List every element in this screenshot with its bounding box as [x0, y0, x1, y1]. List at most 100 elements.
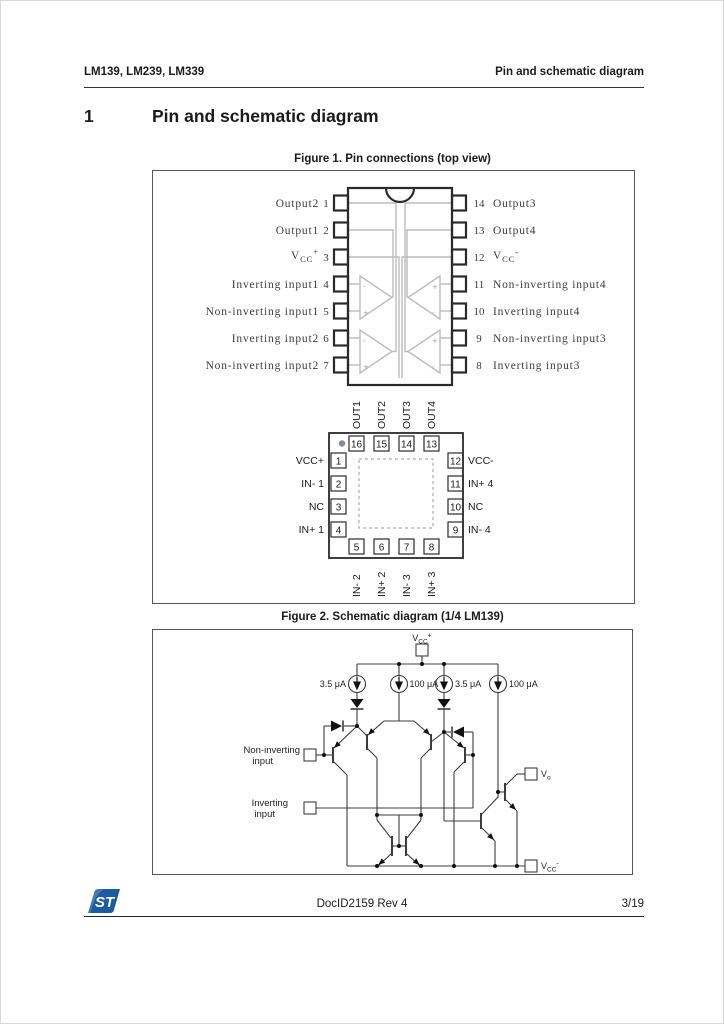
svg-text:-: - [363, 337, 366, 345]
svg-text:6: 6 [323, 333, 329, 345]
schematic-labels: VCC+ 3.5 μA 100 μA 3.5 μA 100 μA Non-inv… [244, 633, 560, 874]
current-source-4-label: 100 μA [509, 679, 538, 689]
svg-text:IN+ 1: IN+ 1 [299, 524, 325, 536]
vcc-minus-terminal-label: VCC- [541, 861, 559, 874]
svg-text:12: 12 [450, 457, 462, 468]
current-source-1-label: 3.5 μA [320, 679, 346, 689]
svg-text:15: 15 [376, 440, 388, 451]
svg-text:Inverting input3: Inverting input3 [493, 360, 580, 372]
st-logo-text: ST [95, 894, 116, 911]
svg-text:11: 11 [450, 480, 461, 491]
qfn-exposed-pad [358, 458, 434, 529]
qfn-pin-numbers: 16 15 14 13 5 6 7 8 1 2 3 4 12 11 10 9 [336, 440, 462, 554]
schematic-diagram: VCC+ 3.5 μA 100 μA 3.5 μA 100 μA Non-inv… [244, 633, 560, 874]
svg-text:OUT1: OUT1 [351, 401, 363, 429]
svg-text:Non-inverting input3: Non-inverting input3 [493, 333, 606, 345]
svg-text:16: 16 [351, 440, 363, 451]
svg-text:Non-inverting input1: Non-inverting input1 [206, 306, 319, 318]
header-chapter-title: Pin and schematic diagram [495, 66, 644, 78]
figure1-frame: - + - + + - + - [152, 170, 635, 604]
svg-text:2: 2 [323, 225, 329, 237]
figure2-frame: VCC+ 3.5 μA 100 μA 3.5 μA 100 μA Non-inv… [152, 629, 633, 875]
pin-connections-diagram: - + - + + - + - [206, 186, 606, 597]
qfn-pin-labels: OUT1 OUT2 OUT3 OUT4 IN- 2 IN+ 2 IN- 3 IN… [296, 401, 494, 597]
svg-text:5: 5 [323, 306, 329, 318]
svg-text:1: 1 [323, 198, 329, 210]
st-logo: ST [88, 889, 120, 913]
svg-text:3: 3 [323, 252, 329, 264]
svg-text:VCC+: VCC+ [296, 455, 324, 467]
svg-text:4: 4 [323, 279, 329, 291]
svg-text:8: 8 [476, 360, 482, 372]
output-terminal-label: Vo [541, 769, 551, 782]
svg-text:9: 9 [453, 526, 459, 537]
svg-text:Inverting input2: Inverting input2 [232, 333, 319, 345]
svg-text:IN+ 3: IN+ 3 [426, 571, 438, 597]
svg-text:-: - [432, 363, 435, 371]
current-source-2-label: 100 μA [410, 679, 439, 689]
qfn-pin1-marker [338, 440, 346, 447]
figure2-caption: Figure 2. Schematic diagram (1/4 LM139) [281, 611, 504, 623]
footer-page-number: 3/19 [621, 898, 644, 910]
svg-text:13: 13 [426, 440, 438, 451]
svg-text:Output2: Output2 [276, 198, 319, 210]
inverting-input-label-line1: Inverting [252, 798, 288, 809]
svg-text:IN- 4: IN- 4 [468, 524, 491, 536]
svg-text:7: 7 [323, 360, 329, 372]
svg-text:2: 2 [336, 480, 342, 491]
vcc-plus-pin-label: VCC+ [291, 247, 319, 264]
section-number: 1 [84, 106, 94, 126]
svg-text:13: 13 [474, 225, 486, 237]
svg-text:-: - [363, 283, 366, 291]
dip-internal-traces [348, 202, 452, 378]
svg-text:+: + [363, 309, 369, 317]
svg-text:4: 4 [336, 526, 342, 537]
svg-text:NC: NC [468, 501, 484, 513]
noninverting-input-label-line1: Non-inverting [244, 745, 301, 756]
svg-text:7: 7 [404, 543, 410, 554]
svg-text:+: + [432, 283, 438, 291]
svg-text:OUT2: OUT2 [376, 401, 388, 429]
header-part-numbers: LM139, LM239, LM339 [84, 66, 205, 78]
page-title: Pin and schematic diagram [152, 106, 379, 126]
svg-text:Non-inverting input2: Non-inverting input2 [206, 360, 319, 372]
svg-text:Inverting input4: Inverting input4 [493, 306, 580, 318]
figure1-caption: Figure 1. Pin connections (top view) [294, 153, 491, 165]
qfn-body [328, 432, 464, 559]
current-source-3-label: 3.5 μA [455, 679, 481, 689]
svg-text:10: 10 [474, 306, 486, 318]
svg-text:12: 12 [474, 252, 485, 264]
svg-text:9: 9 [476, 333, 482, 345]
svg-text:5: 5 [354, 543, 360, 554]
qfn-pin-boxes [330, 435, 464, 555]
vcc-plus-terminal-label: VCC+ [412, 633, 432, 646]
dip-triangle-polarity-marks: - + - + + - + - [363, 283, 438, 371]
noninverting-input-label-line2: input [252, 756, 273, 767]
footer-rule [84, 916, 644, 917]
schematic-diodes-and-arrows [331, 676, 516, 865]
svg-text:VCC-: VCC- [468, 455, 494, 467]
svg-text:-: - [432, 309, 435, 317]
svg-text:OUT4: OUT4 [426, 401, 438, 429]
dip-pin-numbers: 1 2 3 4 5 6 7 14 13 12 11 10 9 8 [323, 198, 485, 372]
dip-body [332, 186, 468, 387]
svg-text:OUT3: OUT3 [401, 401, 413, 429]
svg-text:14: 14 [401, 440, 413, 451]
svg-text:Inverting input1: Inverting input1 [232, 279, 319, 291]
svg-text:Output1: Output1 [276, 225, 319, 237]
svg-text:Non-inverting input4: Non-inverting input4 [493, 279, 606, 291]
svg-text:IN+ 2: IN+ 2 [376, 571, 388, 597]
svg-text:8: 8 [429, 543, 435, 554]
svg-text:11: 11 [474, 279, 485, 291]
svg-text:6: 6 [379, 543, 385, 554]
svg-text:Output4: Output4 [493, 225, 536, 237]
inverting-input-label-line2: input [254, 809, 275, 820]
svg-text:10: 10 [450, 503, 462, 514]
svg-text:3: 3 [336, 503, 342, 514]
svg-text:IN- 3: IN- 3 [401, 574, 413, 597]
svg-text:+: + [363, 363, 369, 371]
svg-text:1: 1 [336, 457, 342, 468]
svg-text:Output3: Output3 [493, 198, 536, 210]
vcc-minus-pin-label: VCC- [493, 247, 519, 264]
